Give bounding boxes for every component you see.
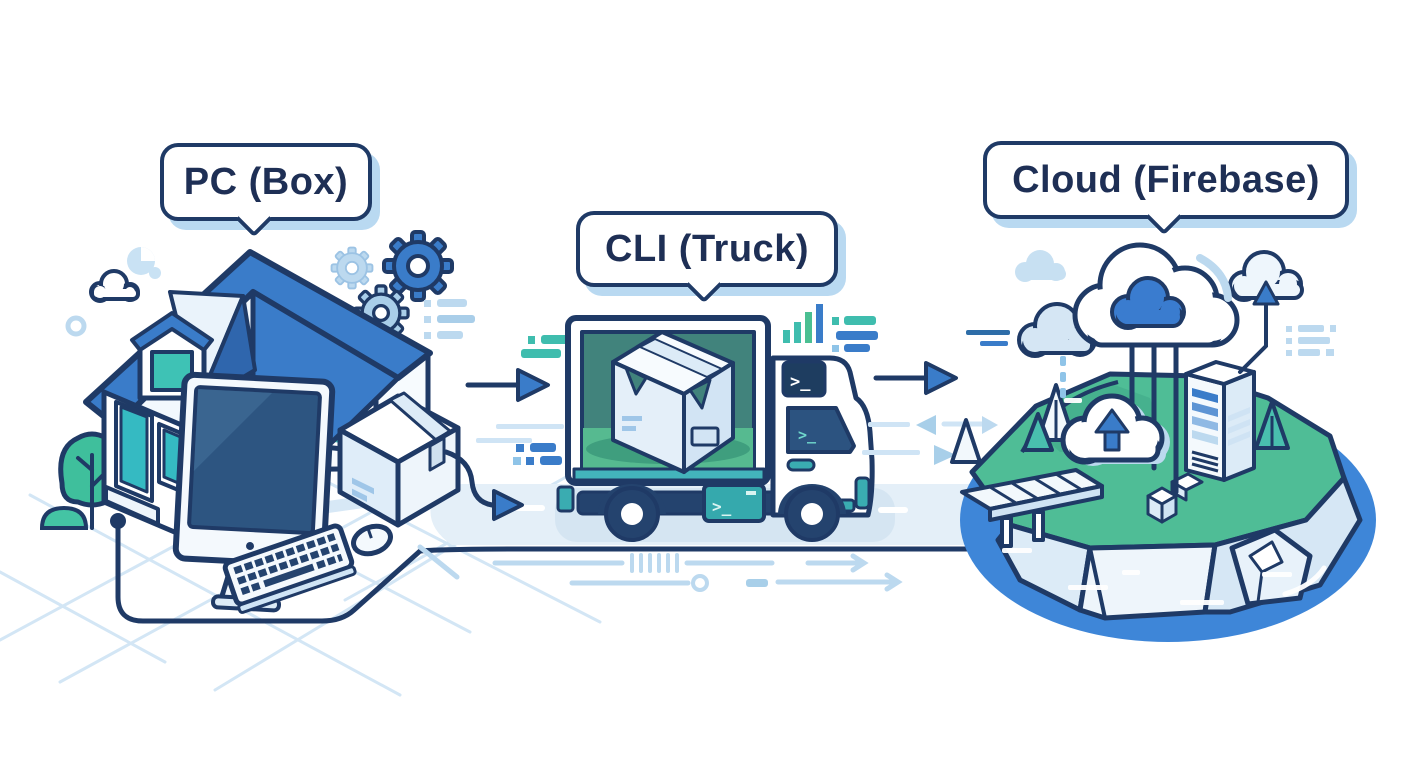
label-cloud-firebase: Cloud (Firebase): [983, 141, 1349, 236]
up-arrow: [1238, 280, 1280, 374]
cargo-box: [611, 330, 735, 474]
dotted-list-icon: [1286, 325, 1336, 356]
island-illustration: [950, 342, 1376, 642]
label-pc-box-text: PC (Box): [183, 160, 349, 203]
list-icon: [424, 299, 475, 339]
small-cloud: [1015, 250, 1066, 282]
water-dashes: [1002, 398, 1327, 605]
house-door: [114, 400, 154, 503]
bush: [39, 505, 89, 530]
decor-mid-left: [443, 335, 568, 521]
speed-arrows-mid: [862, 330, 1010, 465]
dock: [960, 468, 1104, 548]
gear-icon-large: [382, 230, 454, 302]
dot-circle-icon: [65, 315, 87, 337]
big-cloud: [1072, 242, 1240, 348]
upload-arrow-icon: [1094, 408, 1130, 452]
pie-chart-icon: [127, 247, 161, 279]
cloud-icon: [89, 269, 140, 303]
truck-illustration: >_ >_ >_: [556, 315, 875, 542]
upload-cloud-icon: [1060, 393, 1170, 466]
gear-icon-small: [330, 246, 374, 290]
mouse: [351, 523, 393, 557]
truck-cargo: [565, 315, 771, 486]
cloud-group: [1015, 242, 1336, 374]
list-icon-truck: [832, 316, 878, 352]
arrow-truck-to-cloud: [873, 361, 958, 395]
boulder: [1229, 527, 1313, 607]
label-pc-box: PC (Box): [160, 143, 372, 238]
left-cloud: [1017, 302, 1097, 358]
house-illustration: [83, 249, 433, 545]
shipping-box-illustration: [337, 391, 461, 528]
truck-wheels: [598, 484, 846, 542]
right-cloud: [1228, 250, 1304, 302]
label-cloud-firebase-text: Cloud (Firebase): [1012, 158, 1320, 201]
cable-line: [110, 513, 1208, 624]
terminal-prompt-text: >_: [790, 372, 811, 392]
curvy-arrow: [443, 449, 495, 508]
terminal-prompt-text: >_: [798, 426, 817, 444]
inner-blue-cloud: [1110, 276, 1186, 330]
computer-illustration: [172, 371, 393, 614]
arrow-house-to-truck: [465, 368, 550, 402]
label-cli-truck: CLI (Truck): [576, 211, 838, 304]
house-step: [104, 485, 160, 526]
server-icon: [1184, 360, 1256, 482]
label-cli-truck-text: CLI (Truck): [605, 227, 809, 270]
dotted-line: [1060, 356, 1066, 398]
terminal-prompt-text: >_: [712, 497, 732, 516]
truck-cab: >_ >_: [770, 355, 875, 518]
cube-small: [1146, 472, 1204, 524]
terminal-icon: >_: [702, 483, 766, 523]
keyboard: [222, 523, 357, 614]
bar-chart-icon: [783, 304, 823, 343]
speed-lines-bottom: [417, 544, 903, 592]
